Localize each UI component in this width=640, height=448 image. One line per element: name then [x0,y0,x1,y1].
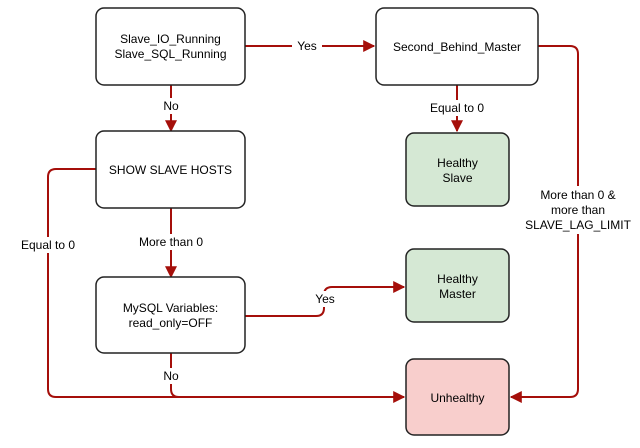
node-slave-status-line1: Slave_IO_Running [120,32,221,46]
label-status-no: No [163,99,179,113]
node-show-slave-hosts: SHOW SLAVE HOSTS [95,130,246,209]
node-show-slave-hosts-box [95,130,246,209]
label-readonly-yes: Yes [315,292,335,306]
node-mysql-variables: MySQL Variables: read_only=OFF [95,276,246,354]
node-healthy-slave-line1: Healthy [437,156,478,170]
label-lag-more-than-limit-line1: More than 0 & [540,188,615,202]
node-second-behind-master: Second_Behind_Master [375,7,539,86]
node-show-slave-hosts-line1: SHOW SLAVE HOSTS [109,163,232,177]
node-unhealthy-line1: Unhealthy [430,391,484,405]
node-mysql-variables-line1: MySQL Variables: [123,301,218,315]
node-healthy-master-box [405,248,510,323]
label-readonly-no: No [163,369,179,383]
node-slave-status-box [95,7,246,86]
node-unhealthy: Unhealthy [405,358,510,436]
node-mysql-variables-box [95,276,246,354]
label-lag-more-than-limit-line3: SLAVE_LAG_LIMIT [525,218,631,232]
edge-labels: Yes No Equal to 0 More than 0 & more tha… [16,38,636,384]
node-slave-status-line2: Slave_SQL_Running [114,47,226,61]
label-hosts-more-than-0: More than 0 [139,235,203,249]
edge-mysql-variables-to-unhealthy [170,353,180,398]
node-slave-status: Slave_IO_Running Slave_SQL_Running [95,7,246,86]
node-healthy-slave-box [405,132,510,207]
label-lag-more-than-limit-line2: more than [551,203,605,217]
label-hosts-equal-to-0: Equal to 0 [21,238,75,252]
node-second-behind-master-line1: Second_Behind_Master [393,40,521,54]
label-status-yes: Yes [297,39,317,53]
node-healthy-master: Healthy Master [405,248,510,323]
node-mysql-variables-line2: read_only=OFF [129,316,213,330]
edge-show-hosts-to-unhealthy [47,168,406,403]
label-lag-equal-to-0: Equal to 0 [430,101,484,115]
node-healthy-slave: Healthy Slave [405,132,510,207]
node-healthy-slave-line2: Slave [442,171,472,185]
node-healthy-master-line2: Master [439,287,476,301]
node-unhealthy-box [405,358,510,436]
node-healthy-master-line1: Healthy [437,272,478,286]
node-second-behind-master-box [375,7,539,86]
